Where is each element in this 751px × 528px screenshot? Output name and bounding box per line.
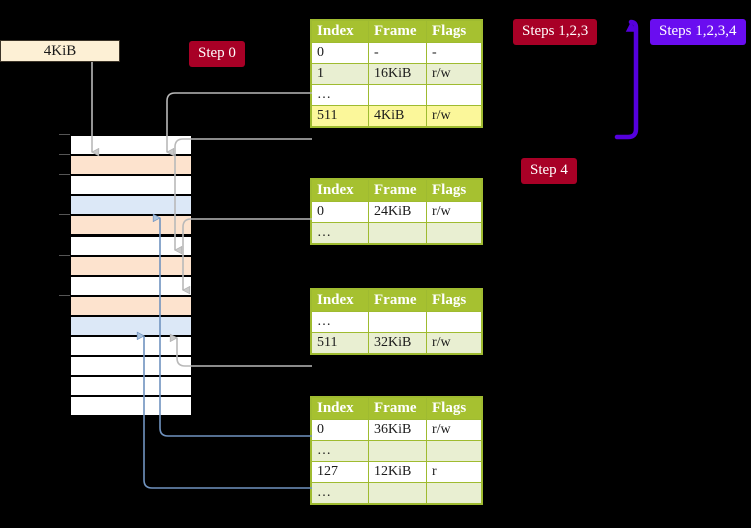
- wire-pd-row511-to-memory: [169, 333, 312, 367]
- memory-tick: [59, 174, 70, 176]
- memory-frame-row: [71, 155, 191, 176]
- pml4-table-header-index: Index: [311, 20, 369, 43]
- table-cell: …: [311, 482, 369, 504]
- badge-step-4: Step 4: [521, 158, 577, 184]
- table-cell: [426, 311, 482, 333]
- table-cell: 24KiB: [368, 201, 427, 223]
- table-row: …: [311, 84, 482, 106]
- memory-tick: [59, 254, 70, 256]
- wire-pdp-row0-to-memory: [182, 218, 312, 295]
- table-row: …: [311, 440, 482, 462]
- table-cell: 4KiB: [368, 105, 427, 127]
- pt-table-header-frame: Frame: [368, 397, 427, 420]
- table-cell: [368, 222, 427, 244]
- memory-frame-row: [71, 215, 191, 236]
- table-cell: 511: [311, 105, 369, 127]
- pdp-table-header-flags: Flags: [426, 179, 482, 202]
- badge-step-0: Step 0: [189, 41, 245, 67]
- table-cell: [368, 440, 427, 462]
- table-cell: [426, 482, 482, 504]
- table-cell: 12KiB: [368, 461, 427, 483]
- table-cell: 0: [311, 201, 369, 223]
- pd-table-header-index: Index: [311, 289, 369, 312]
- table-cell: [426, 222, 482, 244]
- badge-step-0-label: Step 0: [198, 45, 236, 61]
- badge-step-4-label: Step 4: [530, 162, 568, 178]
- table-cell: …: [311, 311, 369, 333]
- memory-frame-row: [71, 135, 191, 156]
- wire-pml4-row511-to-memory: [174, 138, 312, 255]
- memory-frame-row: [71, 295, 191, 316]
- pd-table-header-flags: Flags: [426, 289, 482, 312]
- pml4-table-header-frame: Frame: [368, 20, 427, 43]
- table-cell: 16KiB: [368, 63, 427, 85]
- memory-frame-row: [71, 336, 191, 357]
- memory-frame-row: [71, 376, 191, 397]
- table-row: 0--: [311, 42, 482, 64]
- memory-frame-row: [71, 195, 191, 216]
- table-row: …: [311, 311, 482, 333]
- badge-steps-1234-label: Steps 1,2,3,4: [659, 23, 737, 39]
- table-cell: …: [311, 84, 369, 106]
- table-cell: r: [426, 461, 482, 483]
- memory-frame-row: [71, 356, 191, 377]
- table-cell: [426, 440, 482, 462]
- pdp-table-header-frame: Frame: [368, 179, 427, 202]
- table-cell: r/w: [426, 419, 482, 441]
- table-cell: 511: [311, 332, 369, 354]
- size-box-label: 4KiB: [43, 43, 77, 59]
- table-cell: [368, 311, 427, 333]
- table-cell: …: [311, 440, 369, 462]
- table-cell: 1: [311, 63, 369, 85]
- physical-memory-column: [70, 134, 191, 417]
- memory-frame-row: [71, 396, 191, 417]
- memory-tick: [59, 154, 70, 156]
- table-cell: 0: [311, 419, 369, 441]
- table-cell: r/w: [426, 201, 482, 223]
- table-cell: r/w: [426, 105, 482, 127]
- table-cell: 32KiB: [368, 332, 427, 354]
- table-cell: -: [368, 42, 427, 64]
- table-cell: 127: [311, 461, 369, 483]
- memory-tick: [59, 214, 70, 216]
- memory-frame-row: [71, 275, 191, 296]
- pt-table-header-index: Index: [311, 397, 369, 420]
- table-cell: [426, 84, 482, 106]
- table-cell: [368, 482, 427, 504]
- pml4-table-header-flags: Flags: [426, 20, 482, 43]
- table-cell: [368, 84, 427, 106]
- badge-steps-1234: Steps 1,2,3,4: [650, 19, 746, 45]
- table-cell: …: [311, 222, 369, 244]
- table-cell: 36KiB: [368, 419, 427, 441]
- badge-steps-123: Steps 1,2,3: [513, 19, 598, 45]
- memory-frame-row: [71, 315, 191, 336]
- pt-table-header-flags: Flags: [426, 397, 482, 420]
- table-cell: r/w: [426, 63, 482, 85]
- memory-frame-row: [71, 175, 191, 196]
- memory-frame-row: [71, 255, 191, 276]
- size-box-4kib: 4KiB: [0, 40, 120, 62]
- table-row: …: [311, 482, 482, 504]
- pdp-table-header-index: Index: [311, 179, 369, 202]
- table-cell: 0: [311, 42, 369, 64]
- table-cell: r/w: [426, 332, 482, 354]
- table-row: …: [311, 222, 482, 244]
- violet-bracket-arrow: [614, 19, 639, 140]
- memory-frame-row: [71, 235, 191, 256]
- badge-steps-123-label: Steps 1,2,3: [522, 23, 589, 39]
- pd-table-header-frame: Frame: [368, 289, 427, 312]
- table-cell: -: [426, 42, 482, 64]
- memory-tick: [59, 134, 70, 135]
- memory-tick: [59, 294, 70, 296]
